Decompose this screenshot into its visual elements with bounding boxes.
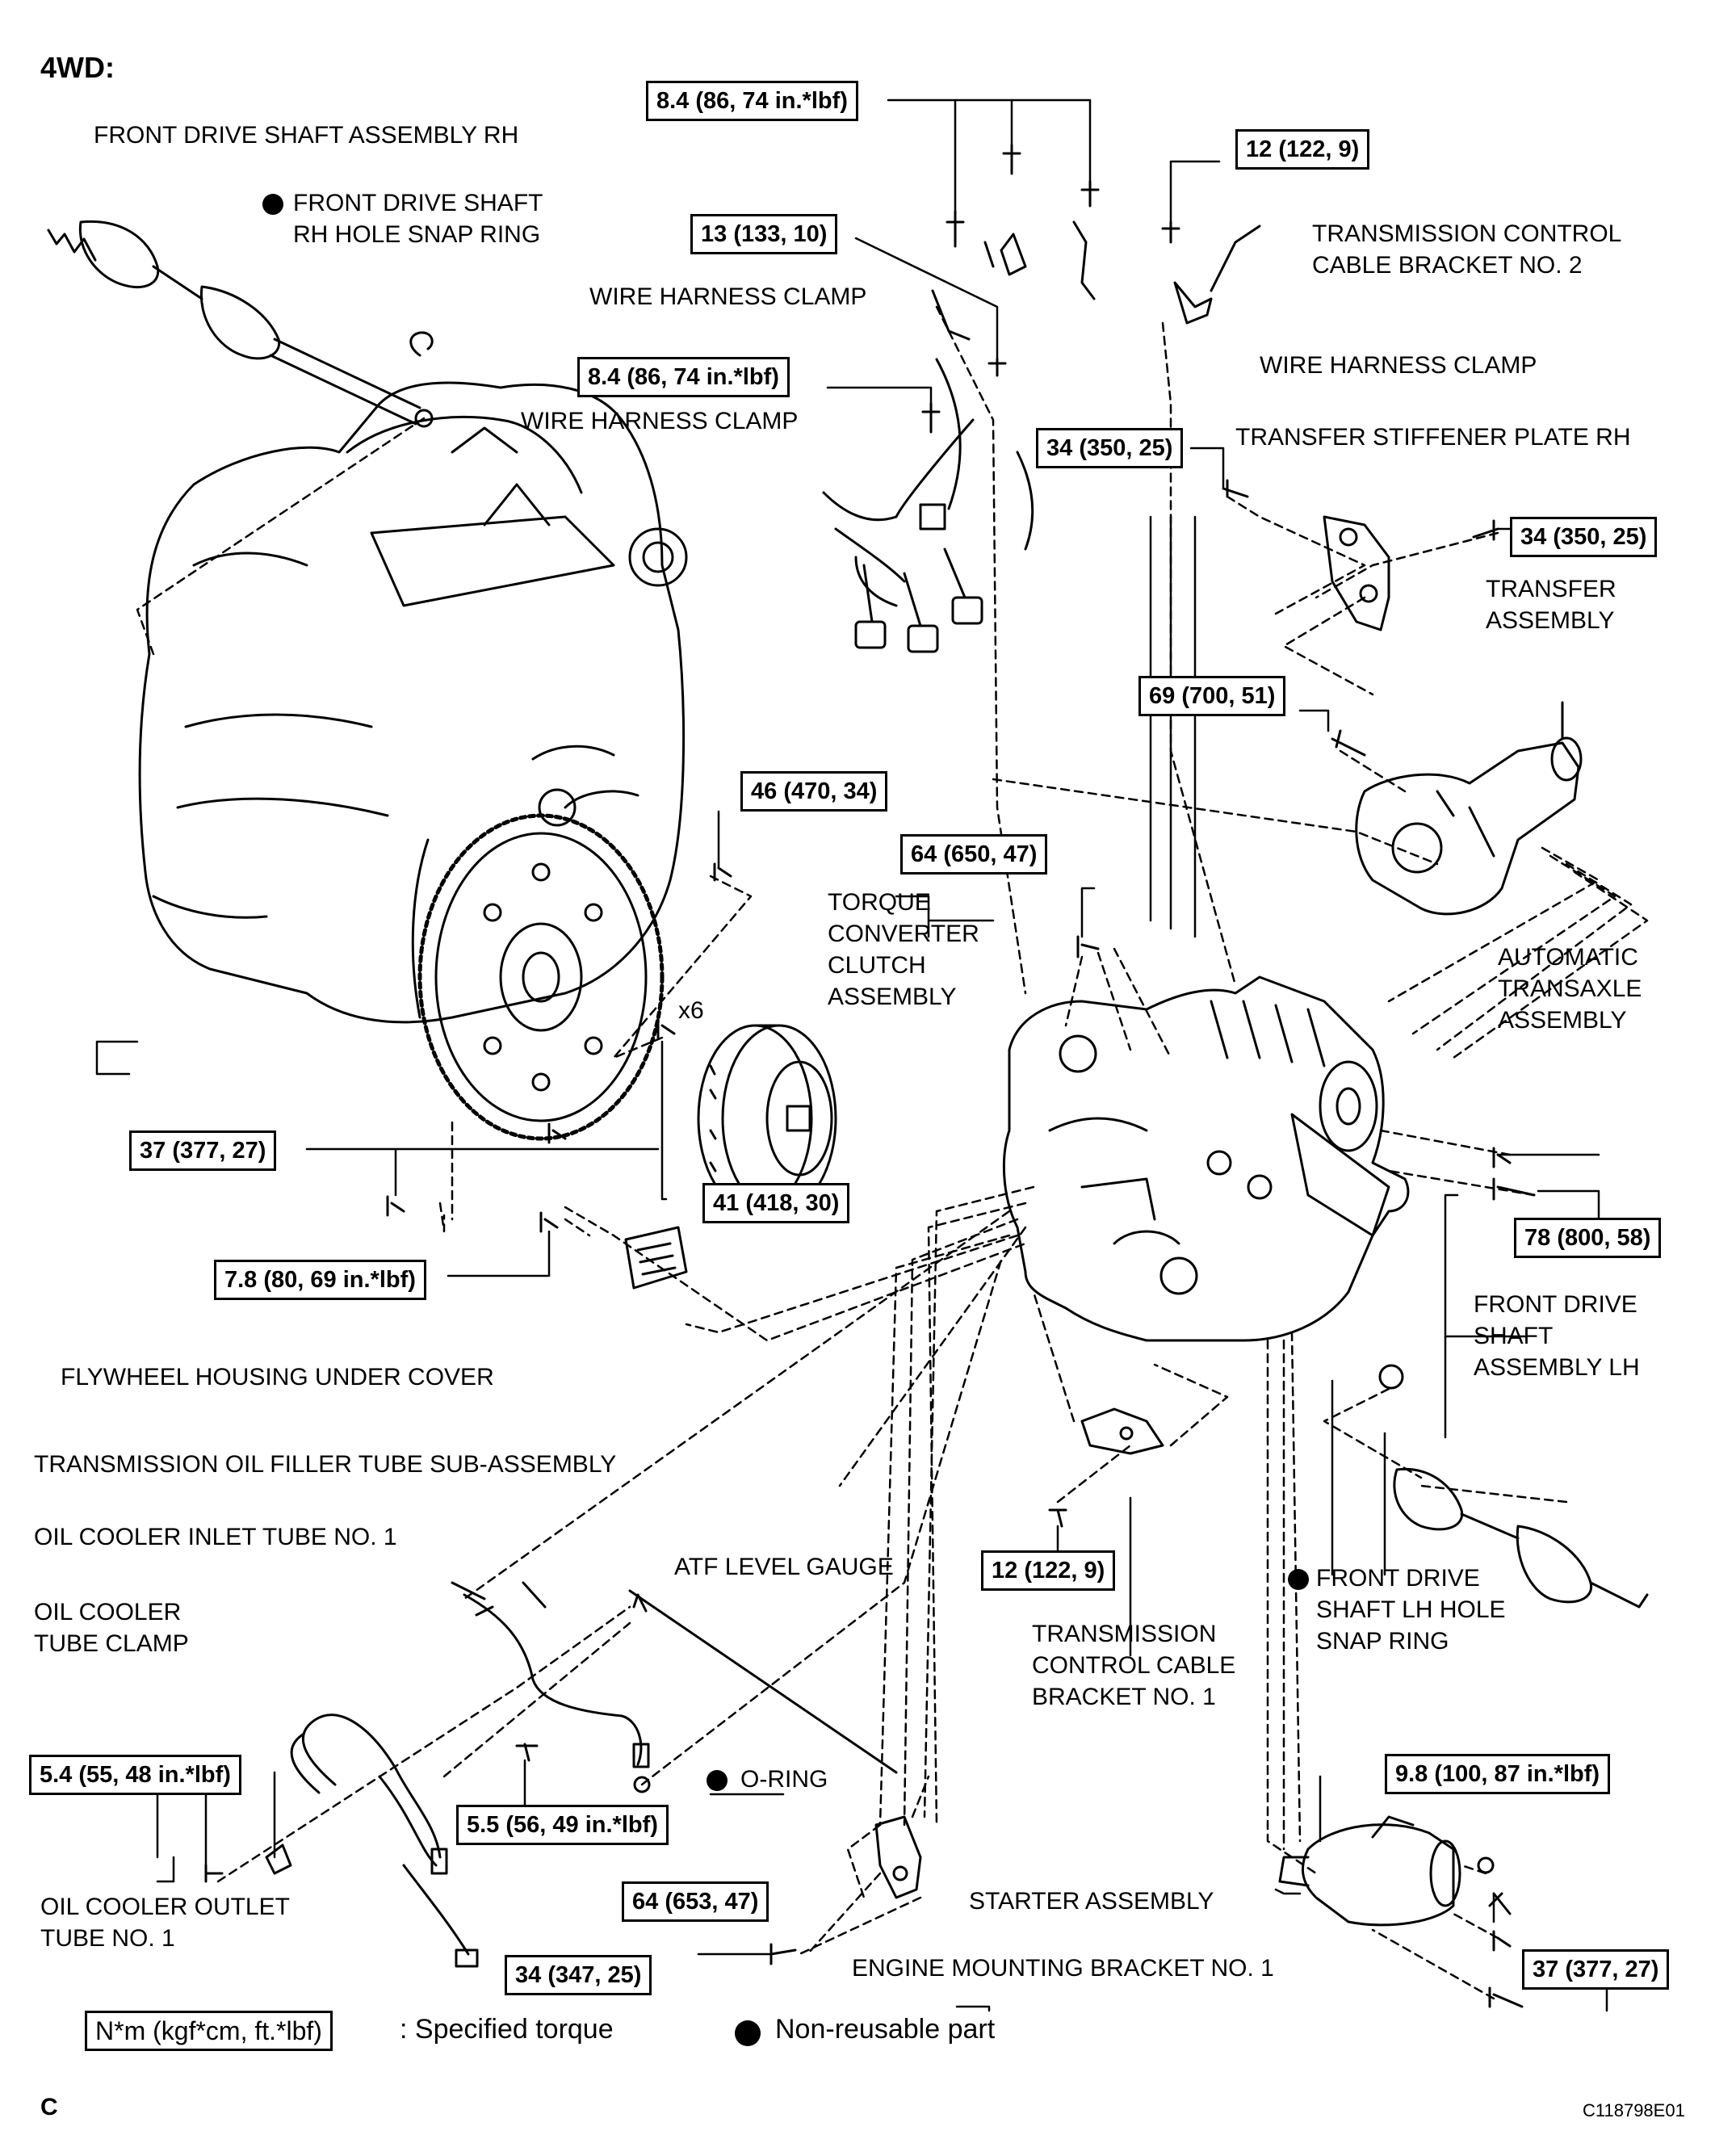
non-reusable-dot-icon: [1288, 1569, 1309, 1590]
wire-harness-clamps-drawing: [931, 220, 1261, 341]
mount-bracket-drawing: [874, 1815, 922, 1899]
label-tcc-bracket-2: TRANSMISSION CONTROL CABLE BRACKET NO. 2: [1312, 220, 1622, 279]
legend-non-reusable-text: Non-reusable part: [775, 2014, 996, 2045]
engine-block-drawing: [138, 381, 688, 1024]
label-engine-mounting-bracket: ENGINE MOUNTING BRACKET NO. 1: [852, 1955, 1274, 1982]
torque-spec-bracket1-bolt: 12 (122, 9): [981, 1550, 1116, 1591]
label-front-drive-shaft-lh: FRONT DRIVE SHAFT ASSEMBLY LH: [1474, 1291, 1640, 1381]
figure-code: C118798E01: [1583, 2100, 1685, 2120]
label-wire-harness-clamp-3: WIRE HARNESS CLAMP: [521, 408, 799, 434]
label-transfer-assembly: TRANSFER ASSEMBLY: [1486, 576, 1616, 634]
label-oil-cooler-outlet-tube: OIL COOLER OUTLET TUBE NO. 1: [40, 1894, 290, 1952]
non-reusable-dot-icon: [707, 1770, 728, 1791]
label-starter-assembly: STARTER ASSEMBLY: [969, 1888, 1214, 1915]
torque-spec-converter: 41 (418, 30): [702, 1183, 850, 1223]
legend-non-reusable-dot-icon: [735, 2020, 761, 2046]
variant-heading: 4WD:: [40, 51, 115, 84]
label-stiffener-plate: TRANSFER STIFFENER PLATE RH: [1235, 424, 1631, 451]
torque-spec-harness-mid: 8.4 (86, 74 in.*lbf): [577, 357, 790, 397]
label-wire-harness-clamp-1: WIRE HARNESS CLAMP: [589, 283, 867, 310]
torque-spec-engine-lower: 37 (377, 27): [129, 1130, 277, 1171]
label-o-ring: O-RING: [740, 1766, 828, 1793]
label-automatic-transaxle: AUTOMATIC TRANSAXLE ASSEMBLY: [1498, 944, 1642, 1034]
page-letter: C: [40, 2094, 58, 2120]
label-wire-harness-clamp-2: WIRE HARNESS CLAMP: [1260, 352, 1537, 379]
non-reusable-dot-icon: [262, 194, 283, 215]
torque-spec-stiffener-right: 34 (350, 25): [1510, 517, 1658, 557]
torque-spec-transfer: 69 (700, 51): [1138, 676, 1286, 716]
torque-spec-flywheel: 46 (470, 34): [740, 771, 888, 812]
torque-spec-under-cover: 7.8 (80, 69 in.*lbf): [214, 1260, 426, 1300]
label-tcc-bracket-1: TRANSMISSION CONTROL CABLE BRACKET NO. 1: [1032, 1621, 1236, 1710]
label-snap-ring-lh: FRONT DRIVE SHAFT LH HOLE SNAP RING: [1316, 1565, 1506, 1655]
transfer-assembly-drawing: [1355, 701, 1583, 916]
transaxle-drawing: [1002, 975, 1410, 1342]
stiffener-plate-drawing: [1323, 515, 1390, 631]
label-oil-cooler-inlet-tube: OIL COOLER INLET TUBE NO. 1: [34, 1524, 397, 1550]
oil-tubes-drawing: [265, 1581, 898, 1968]
tcc-bracket-1-drawing: [1080, 1407, 1164, 1455]
torque-spec-clamp-bolt: 13 (133, 10): [690, 214, 838, 254]
legend-unit-box: N*m (kgf*cm, ft.*lbf): [85, 2011, 333, 2051]
torque-spec-tube-clamp: 5.4 (55, 48 in.*lbf): [29, 1755, 241, 1795]
torque-spec-stiffener-left: 34 (350, 25): [1036, 428, 1184, 468]
label-front-drive-shaft-rh: FRONT DRIVE SHAFT ASSEMBLY RH: [94, 122, 519, 149]
legend-unit-text: : Specified torque: [400, 2014, 614, 2045]
dashed-assembly-lines: [136, 305, 1649, 2000]
leader-lines: [95, 99, 1608, 2012]
label-torque-converter: TORQUE CONVERTER CLUTCH ASSEMBLY: [828, 889, 979, 1010]
torque-spec-mount-bracket: 64 (653, 47): [622, 1881, 769, 1922]
wire-harness-drawing: [822, 358, 1034, 653]
torque-spec-harness-top: 8.4 (86, 74 in.*lbf): [646, 81, 858, 121]
flywheel-drawing: [411, 788, 665, 1141]
bolt-symbols: [204, 144, 1536, 2008]
front-drive-shaft-lh-drawing: [1378, 1364, 1649, 1609]
label-oil-filler-tube: TRANSMISSION OIL FILLER TUBE SUB-ASSEMBL…: [34, 1451, 617, 1478]
under-cover-drawing: [624, 1226, 688, 1290]
torque-spec-starter-small: 9.8 (100, 87 in.*lbf): [1385, 1754, 1611, 1794]
torque-spec-starter: 37 (377, 27): [1522, 1949, 1670, 1990]
label-oil-cooler-tube-clamp: OIL COOLER TUBE CLAMP: [34, 1599, 189, 1657]
torque-spec-filler-tube: 5.5 (56, 49 in.*lbf): [456, 1805, 669, 1845]
torque-spec-outlet-tube: 34 (347, 25): [505, 1955, 652, 1995]
front-drive-shaft-rh-drawing: [47, 220, 434, 428]
label-snap-ring-rh: FRONT DRIVE SHAFT RH HOLE SNAP RING: [293, 190, 543, 248]
label-atf-level-gauge: ATF LEVEL GAUGE: [674, 1554, 894, 1580]
torque-spec-bracket2-bolt: 12 (122, 9): [1235, 129, 1370, 170]
label-flywheel-under-cover: FLYWHEEL HOUSING UNDER COVER: [61, 1364, 494, 1390]
starter-drawing: [1278, 1815, 1495, 1927]
label-quantity-x6: x6: [678, 997, 704, 1024]
torque-spec-transaxle-top: 64 (650, 47): [900, 834, 1048, 875]
torque-spec-transaxle-right: 78 (800, 58): [1514, 1218, 1662, 1258]
